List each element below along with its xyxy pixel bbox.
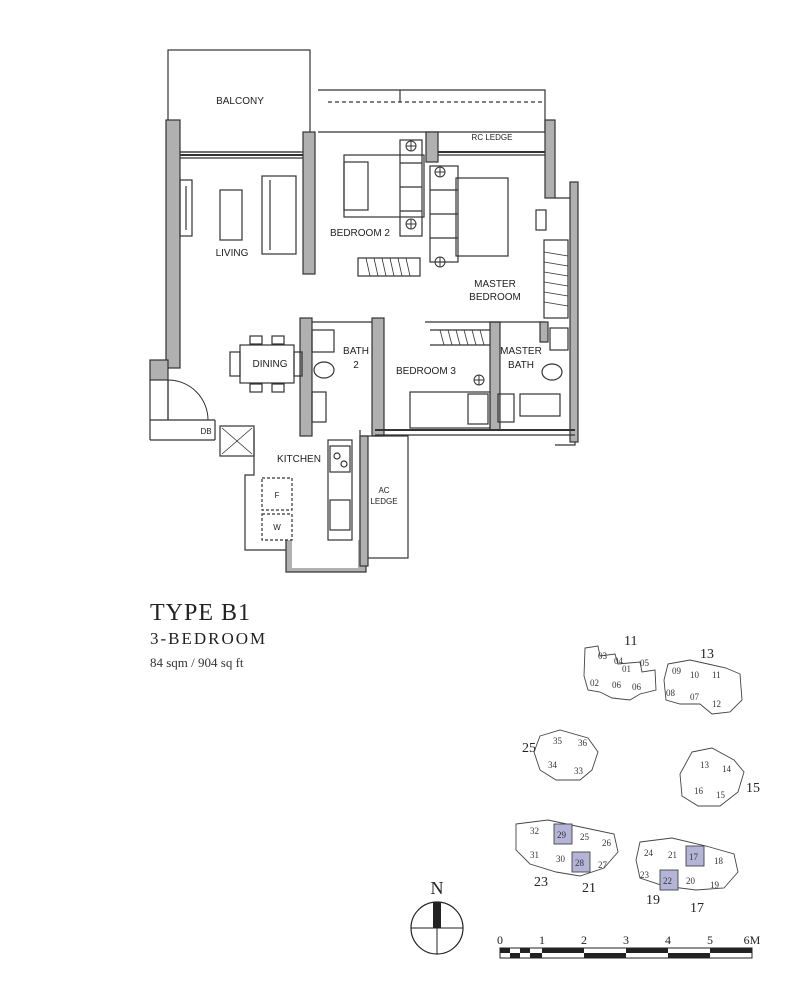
key-plan-unit-numbers: 03 04 05 01 06 02 06 09 10 11 08 07 12 3… (530, 651, 732, 890)
scale-tick-labels: 0 1 2 3 4 5 6M (497, 933, 761, 947)
key-plan-block-labels: 11 13 25 15 23 21 19 17 (522, 634, 760, 916)
unit-num: 14 (722, 764, 732, 774)
scale-tick: 3 (623, 933, 629, 947)
highlight-unit-28 (571, 851, 591, 873)
unit-num: 35 (553, 736, 563, 746)
unit-num: 12 (712, 699, 721, 709)
unit-num: 05 (640, 658, 650, 668)
label-balcony: BALCONY (216, 96, 264, 107)
block-label-11: 11 (624, 634, 637, 649)
unit-num: 21 (668, 850, 677, 860)
label-bath-2-line1: BATH (343, 346, 369, 357)
unit-num: 29 (557, 830, 567, 840)
label-living: LIVING (216, 248, 249, 259)
plan-lamp-icons (405, 140, 485, 386)
unit-num: 01 (622, 664, 631, 674)
unit-num: 33 (574, 766, 584, 776)
label-db: DB (200, 427, 211, 436)
unit-num: 19 (710, 880, 720, 890)
unit-num: 08 (666, 688, 676, 698)
unit-num: 20 (686, 876, 696, 886)
scale-tick: 5 (707, 933, 713, 947)
label-bedroom-3: BEDROOM 3 (396, 366, 456, 377)
block-label-23: 23 (534, 875, 548, 890)
unit-num: 28 (575, 858, 585, 868)
unit-num: 06 (632, 682, 642, 692)
unit-num: 09 (672, 666, 682, 676)
label-kitchen: KITCHEN (277, 454, 321, 465)
unit-num: 22 (663, 876, 672, 886)
label-fridge: F (275, 491, 280, 500)
unit-title-block: TYPE B1 3-BEDROOM 84 sqm / 904 sq ft (150, 600, 267, 671)
label-master-bath-1: MASTER (500, 346, 542, 357)
label-bath-2-line2: 2 (353, 360, 359, 371)
unit-num: 07 (690, 692, 700, 702)
unit-num: 04 (614, 656, 624, 666)
unit-num: 16 (694, 786, 704, 796)
plan-walls (149, 49, 579, 573)
unit-num: 31 (530, 850, 539, 860)
unit-num: 23 (640, 870, 650, 880)
unit-num: 10 (690, 670, 700, 680)
label-ac-ledge-1: AC (378, 486, 389, 495)
unit-type-title: TYPE B1 (150, 600, 252, 626)
block-label-17: 17 (690, 901, 704, 916)
unit-bedroom-count: 3-BEDROOM (150, 629, 268, 648)
unit-num: 25 (580, 832, 590, 842)
unit-num: 11 (712, 670, 721, 680)
unit-num: 15 (716, 790, 726, 800)
unit-num: 03 (598, 651, 608, 661)
unit-num: 18 (714, 856, 724, 866)
label-bedroom-2: BEDROOM 2 (330, 228, 390, 239)
unit-num: 30 (556, 854, 566, 864)
scale-bar: 0 1 2 3 4 5 6M (497, 933, 761, 959)
block-label-19: 19 (646, 893, 660, 908)
compass: N (410, 878, 464, 955)
unit-num: 26 (602, 838, 612, 848)
unit-num: 27 (598, 860, 608, 870)
scale-tick: 6M (744, 933, 761, 947)
key-plan (515, 645, 745, 891)
block-label-25: 25 (522, 741, 536, 756)
highlight-unit-22 (659, 869, 679, 891)
unit-num: 34 (548, 760, 558, 770)
unit-num: 32 (530, 826, 539, 836)
unit-num: 36 (578, 738, 588, 748)
compass-north-label: N (431, 878, 444, 898)
label-washer: W (273, 523, 281, 532)
unit-area: 84 sqm / 904 sq ft (150, 655, 244, 670)
label-master-bedroom-1: MASTER (474, 279, 516, 290)
scale-tick: 0 (497, 933, 503, 947)
unit-num: 13 (700, 760, 710, 770)
scale-tick: 2 (581, 933, 587, 947)
unit-num: 06 (612, 680, 622, 690)
label-dining: DINING (253, 359, 288, 370)
label-master-bath-2: BATH (508, 360, 534, 371)
block-label-13: 13 (700, 647, 714, 662)
highlight-unit-29 (553, 823, 573, 845)
scale-tick: 4 (665, 933, 671, 947)
block-label-15: 15 (746, 781, 760, 796)
block-label-21: 21 (582, 881, 596, 896)
unit-num: 17 (689, 852, 699, 862)
unit-num: 24 (644, 848, 654, 858)
plan-room-labels: BALCONY RC LEDGE BEDROOM 2 LIVING MASTER… (200, 96, 541, 532)
highlight-unit-17 (685, 845, 705, 867)
unit-num: 02 (590, 678, 599, 688)
label-master-bedroom-2: BEDROOM (469, 292, 521, 303)
label-rc-ledge: RC LEDGE (472, 133, 513, 142)
label-ac-ledge-2: LEDGE (370, 497, 397, 506)
scale-tick: 1 (539, 933, 545, 947)
